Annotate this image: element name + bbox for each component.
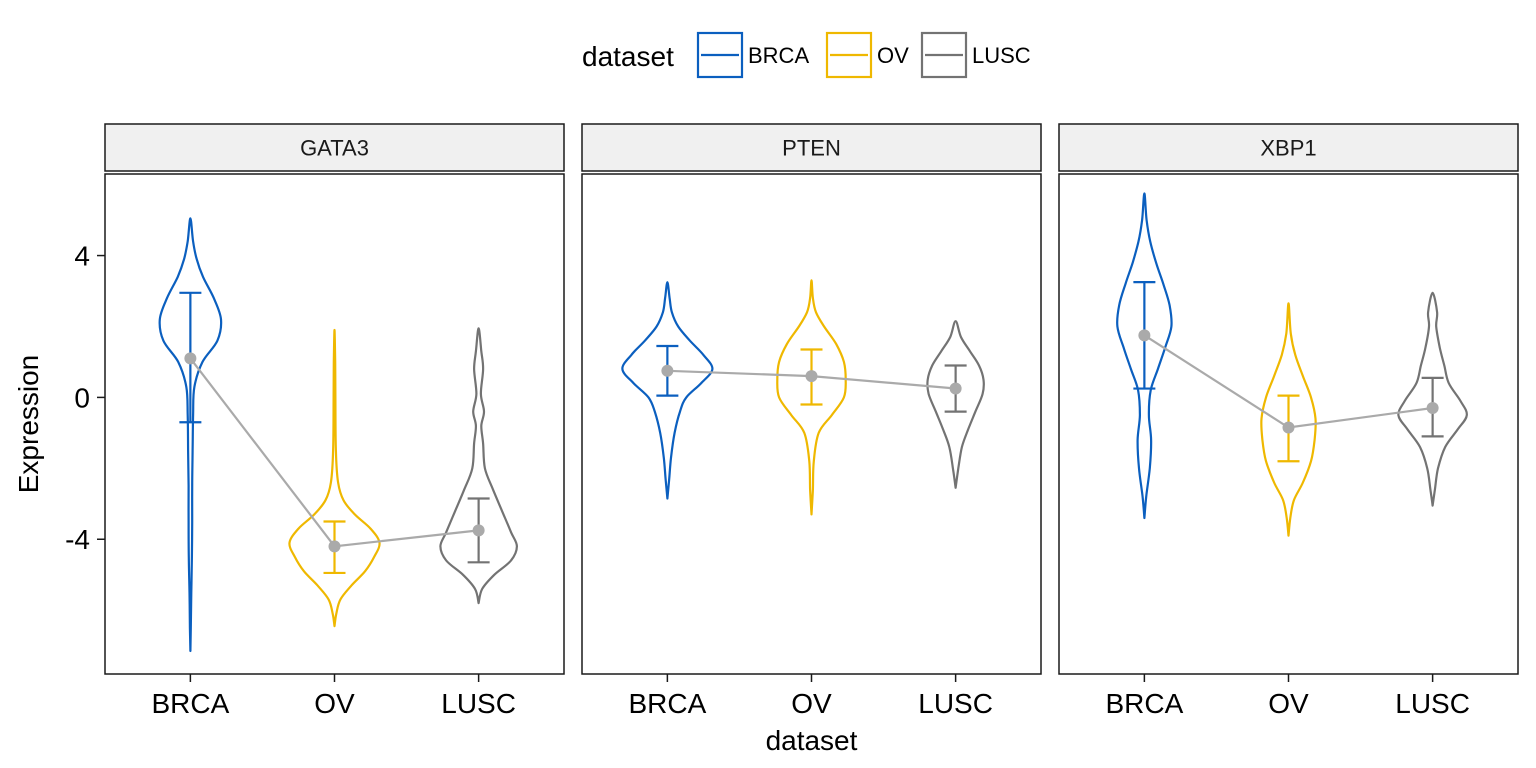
- panel-plot-area: [581, 173, 1042, 675]
- facet-strip-label: PTEN: [782, 136, 841, 161]
- x-tick-label: LUSC: [918, 688, 993, 719]
- mean-point-brca: [184, 352, 197, 365]
- legend-label: LUSC: [972, 43, 1031, 68]
- violin-brca: [1116, 192, 1173, 520]
- legend-title: dataset: [582, 41, 674, 72]
- y-axis: -4 0 4: [65, 241, 105, 555]
- facet-panel-pten: PTEN BRCA OV LUSC: [581, 123, 1042, 719]
- x-tick-label: OV: [314, 688, 355, 719]
- violin-lusc: [439, 327, 518, 605]
- x-tick-label: BRCA: [628, 688, 706, 719]
- x-tick-label: OV: [1268, 688, 1309, 719]
- y-tick-label: 0: [74, 382, 90, 413]
- y-axis-title: Expression: [13, 355, 44, 494]
- legend-item-lusc: LUSC: [920, 31, 1031, 79]
- facet-strip-label: GATA3: [300, 136, 369, 161]
- x-tick-label: LUSC: [1395, 688, 1470, 719]
- mean-point-ov: [328, 540, 341, 553]
- violin-lusc: [1397, 291, 1468, 507]
- violin-ov: [1260, 302, 1317, 537]
- legend: dataset BRCA OV LUSC: [582, 31, 1031, 79]
- mean-point-brca: [1138, 329, 1151, 342]
- violin-brca: [621, 281, 714, 500]
- legend-label: BRCA: [748, 43, 809, 68]
- facet-strip: [104, 123, 565, 172]
- x-tick-label: BRCA: [151, 688, 229, 719]
- legend-item-brca: BRCA: [696, 31, 809, 79]
- x-tick-label: BRCA: [1105, 688, 1183, 719]
- legend-label: OV: [877, 43, 909, 68]
- facet-strip-label: XBP1: [1260, 136, 1316, 161]
- y-tick-label: 4: [74, 241, 90, 272]
- x-tick-label: LUSC: [441, 688, 516, 719]
- facet-strip: [1058, 123, 1519, 172]
- x-axis-title: dataset: [766, 725, 858, 756]
- y-tick-label: -4: [65, 524, 90, 555]
- violin-brca: [158, 217, 223, 653]
- violin-ov: [776, 279, 847, 516]
- violin-lusc: [926, 320, 985, 489]
- mean-point-brca: [661, 364, 674, 377]
- x-tick-label: OV: [791, 688, 832, 719]
- mean-point-lusc: [949, 382, 962, 395]
- violin-ov: [288, 328, 381, 628]
- legend-item-ov: OV: [825, 31, 909, 79]
- mean-point-lusc: [472, 524, 485, 537]
- facet-strip: [581, 123, 1042, 172]
- mean-point-lusc: [1426, 402, 1439, 415]
- mean-point-ov: [1282, 421, 1295, 434]
- mean-point-ov: [805, 370, 818, 383]
